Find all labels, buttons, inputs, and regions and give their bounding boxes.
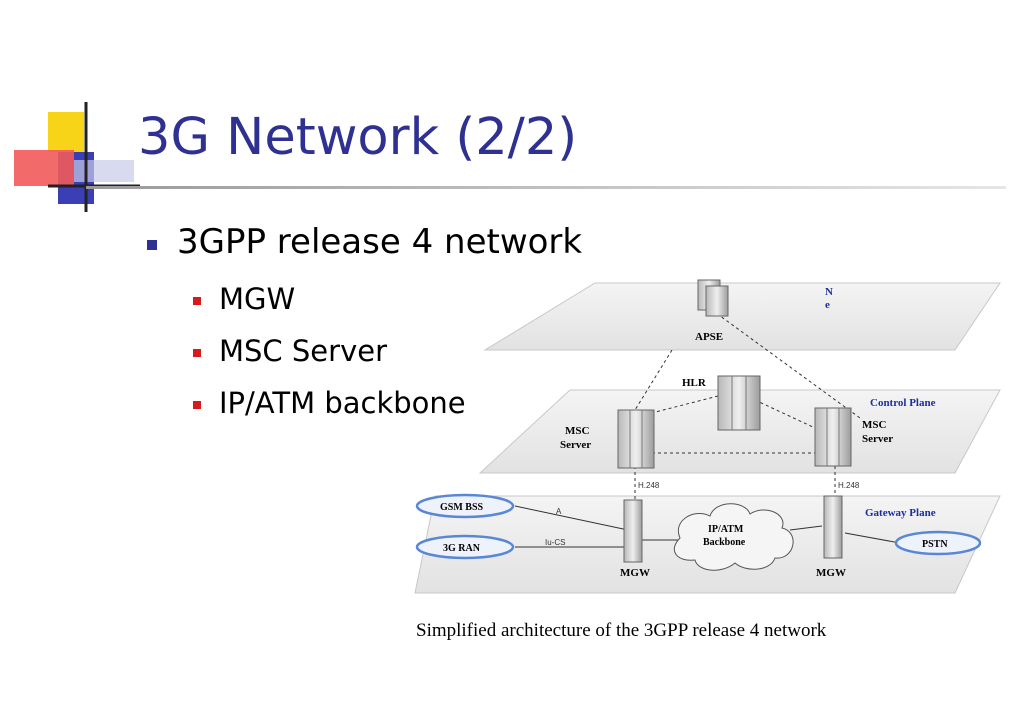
msc-left-label-line1: MSC xyxy=(565,425,590,437)
msc-right-label-line1: MSC xyxy=(862,419,887,431)
subbullet-marker xyxy=(193,349,201,357)
gateway-plane-label: Gateway Plane xyxy=(865,507,936,519)
apse-label: APSE xyxy=(695,331,723,343)
application-plane xyxy=(483,282,1001,351)
gsm-bss-label: GSM BSS xyxy=(440,502,484,513)
title-rule xyxy=(86,186,1006,189)
iu-cs-interface-label: Iu-CS xyxy=(545,538,565,547)
architecture-diagram: N e Control Plane Gateway Plane APSE HLR… xyxy=(414,279,1001,594)
subbullet-text: MSC Server xyxy=(219,334,387,368)
ran-3g-node xyxy=(415,534,515,560)
subbullet-text: IP/ATM backbone xyxy=(219,386,466,420)
mgw-left-label: MGW xyxy=(620,567,650,579)
h248-right-label: H.248 xyxy=(838,481,860,490)
hlr-label: HLR xyxy=(682,377,707,389)
mgw-right-label: MGW xyxy=(816,567,846,579)
subbullet-marker xyxy=(193,401,201,409)
subbullet-marker xyxy=(193,297,201,305)
slide-logo xyxy=(14,102,140,212)
msc-server-left xyxy=(617,409,655,469)
application-plane-label-line1: N xyxy=(825,286,833,298)
backbone-label-line1: IP/ATM xyxy=(708,524,744,535)
figure-caption: Simplified architecture of the 3GPP rele… xyxy=(416,620,827,641)
control-plane xyxy=(478,389,1001,474)
ip-atm-backbone-cloud xyxy=(673,503,794,571)
application-plane-label-line2: e xyxy=(825,299,830,311)
pstn-node xyxy=(894,530,982,556)
a-interface-label: A xyxy=(556,507,562,516)
control-plane-label: Control Plane xyxy=(870,397,936,409)
msc-right-label-line2: Server xyxy=(862,433,893,445)
subbullet-text: MGW xyxy=(219,282,296,316)
bullet-marker xyxy=(147,240,157,250)
bullet-main-text: 3GPP release 4 network xyxy=(177,222,583,262)
h248-left-label: H.248 xyxy=(638,481,660,490)
gsm-bss-node xyxy=(415,493,515,519)
slide-title: 3G Network (2/2) xyxy=(138,108,578,167)
ran-3g-label: 3G RAN xyxy=(443,543,481,554)
msc-left-label-line2: Server xyxy=(560,439,591,451)
backbone-label-line2: Backbone xyxy=(703,537,746,548)
mgw-right xyxy=(823,495,843,559)
pstn-label: PSTN xyxy=(922,539,948,550)
mgw-left xyxy=(623,499,643,563)
msc-server-right xyxy=(814,407,852,467)
hlr-server xyxy=(717,375,761,431)
